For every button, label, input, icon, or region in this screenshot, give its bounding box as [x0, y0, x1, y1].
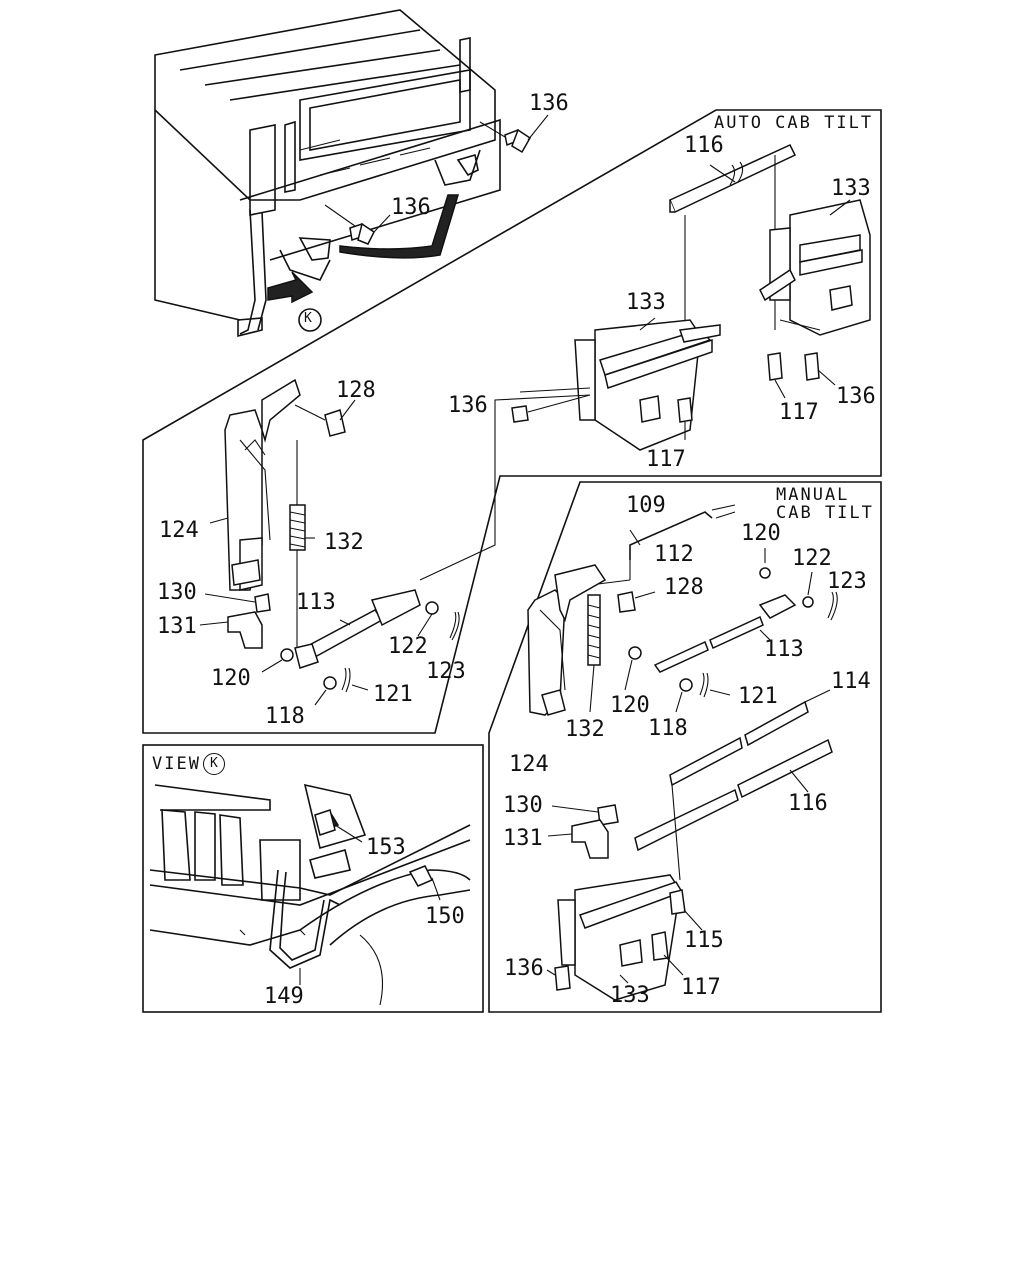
callout-128: 128: [336, 378, 376, 403]
callout-133: 133: [626, 290, 666, 315]
manual-cab-tilt-header-line1: MANUAL: [776, 485, 850, 505]
auto-bolt-117-left: [677, 397, 693, 440]
callout-114: 114: [831, 669, 871, 694]
callout-136: 136: [504, 956, 544, 981]
callout-150: 150: [425, 904, 465, 929]
left-washer-120: [280, 648, 294, 662]
callout-136: 136: [836, 384, 876, 409]
left-bolt-130: [204, 593, 271, 613]
callout-123: 123: [827, 569, 867, 594]
callout-149: 149: [264, 984, 304, 1009]
callout-130: 130: [503, 793, 543, 818]
callout-128: 128: [664, 575, 704, 600]
view-k-detail: [149, 783, 471, 1006]
manual-bolt-128: [617, 591, 656, 613]
manual-bolt-115: [669, 889, 703, 931]
left-lever-124: [224, 378, 301, 591]
auto-latch-133-left: [574, 317, 721, 451]
left-bolt-128: [294, 399, 356, 437]
view-k-panel-border: [142, 744, 484, 1013]
left-washer-118: [323, 676, 337, 690]
manual-rails: [634, 689, 833, 881]
callout-120: 120: [211, 666, 251, 691]
manual-bolt-117: [651, 931, 684, 976]
cab-illustration: [154, 9, 511, 338]
manual-washer-120-top: [759, 567, 771, 579]
manual-cotter-pin-121: [699, 672, 709, 698]
callout-122: 122: [388, 634, 428, 659]
callout-130: 130: [157, 580, 197, 605]
manual-washer-120-bot: [628, 646, 642, 660]
callout-109: 109: [626, 493, 666, 518]
left-rod-113: [294, 589, 421, 669]
callout-121: 121: [738, 684, 778, 709]
callout-118: 118: [265, 704, 305, 729]
callout-116: 116: [684, 133, 724, 158]
callout-124: 124: [159, 518, 199, 543]
callout-113: 113: [296, 590, 336, 615]
callout-121: 121: [373, 682, 413, 707]
auto-cab-tilt-header: AUTO CAB TILT: [714, 113, 874, 133]
callout-131: 131: [157, 614, 197, 639]
callout-131: 131: [503, 826, 543, 851]
callout-133: 133: [831, 176, 871, 201]
auto-bolt-136-left: [511, 387, 591, 423]
manual-lever-124: [527, 564, 607, 716]
callout-117: 117: [779, 400, 819, 425]
callout-132: 132: [324, 530, 364, 555]
callout-120: 120: [610, 693, 650, 718]
manual-bolt-136: [546, 965, 571, 991]
cab-bolt-136-top: [504, 128, 531, 154]
callout-117: 117: [646, 447, 686, 472]
callout-136: 136: [529, 91, 569, 116]
manual-panel-border: [488, 481, 882, 1013]
view-direction-arrow-icon: [267, 271, 314, 304]
manual-bolt-130: [551, 804, 619, 826]
view-k-title: VIEW: [152, 754, 201, 774]
callout-133: 133: [610, 983, 650, 1008]
cable-line: [419, 394, 591, 581]
callout-122: 122: [792, 546, 832, 571]
callout-120: 120: [741, 521, 781, 546]
left-bracket-131: [199, 611, 263, 649]
callout-136: 136: [391, 195, 431, 220]
cab-k-marker-circle: [298, 308, 322, 332]
left-washer-122: [425, 601, 439, 615]
cab-k-marker: K: [304, 311, 312, 326]
callout-132: 132: [565, 717, 605, 742]
left-cotter-pin-121: [341, 667, 351, 693]
manual-cotter-pin-123: [827, 591, 838, 621]
upper-left-panel-border: [142, 109, 882, 734]
manual-bracket-131: [547, 819, 609, 859]
manual-cab-tilt-header-line2: CAB TILT: [776, 503, 874, 523]
manual-spring-132: [587, 594, 601, 713]
auto-bolt-136-right: [804, 352, 836, 386]
callout-136: 136: [448, 393, 488, 418]
manual-washer-118: [679, 678, 693, 692]
callout-112: 112: [654, 542, 694, 567]
auto-latch-133-right: [759, 199, 871, 336]
manual-washer-122: [802, 596, 814, 608]
auto-bolt-117-right: [767, 352, 786, 399]
callout-117: 117: [681, 975, 721, 1000]
callout-153: 153: [366, 835, 406, 860]
left-cotter-pin-123: [449, 611, 460, 641]
callout-123: 123: [426, 659, 466, 684]
panel-borders: [142, 109, 882, 1013]
callout-113: 113: [764, 637, 804, 662]
view-k-marker: K: [202, 753, 225, 775]
callout-124: 124: [509, 752, 549, 777]
callout-115: 115: [684, 928, 724, 953]
callout-118: 118: [648, 716, 688, 741]
manual-latch-133: [557, 874, 684, 1001]
auto-rail-116: [669, 144, 797, 214]
manual-rod-113: [653, 594, 797, 673]
cab-bolt-136-mid: [349, 222, 375, 245]
callout-116: 116: [788, 791, 828, 816]
left-spring-132: [289, 440, 315, 650]
